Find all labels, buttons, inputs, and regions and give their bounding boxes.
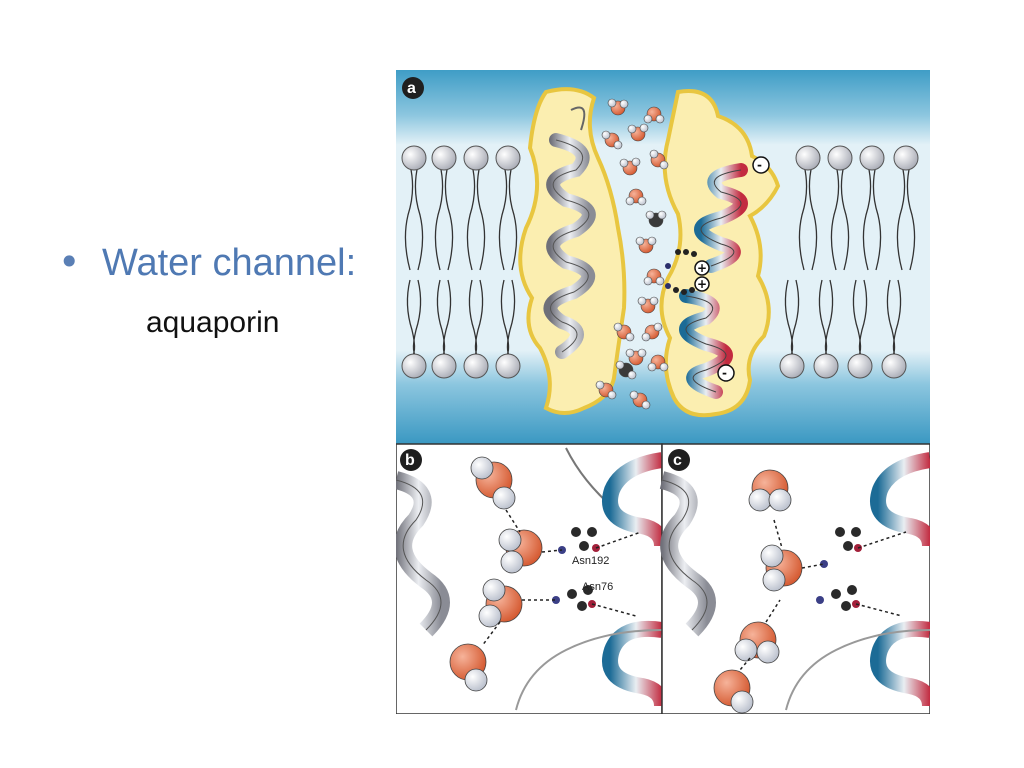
helix-right-upper: [694, 163, 748, 273]
svg-text:+: +: [697, 277, 707, 291]
lipid-bilayer-right: [784, 164, 916, 358]
residue-label-asn76: Asn76: [582, 581, 613, 593]
bullet-subtext: aquaporin: [146, 306, 280, 339]
helix-left: [543, 106, 596, 359]
panel-label-a: a: [407, 80, 416, 97]
protein-left-half: [518, 87, 627, 415]
npa-residues: [665, 249, 697, 295]
lipid-heads-right: [779, 145, 919, 379]
bullet-dot: •: [58, 240, 81, 284]
panel-label-b-badge: [400, 449, 422, 471]
panel-b: Asn192 Asn76 b: [396, 443, 670, 714]
bullet-heading: Water channel:: [102, 242, 357, 284]
helix-right-lower: [679, 289, 733, 399]
water-molecules-pore: [595, 98, 669, 410]
panel-a: - - + +: [396, 70, 930, 444]
svg-text:-: -: [722, 366, 727, 380]
panel-label-b: b: [405, 452, 415, 469]
charge-negative-bottom: -: [717, 364, 735, 382]
panel-label-c: c: [673, 452, 682, 469]
water-background: [396, 70, 930, 444]
panel-label-a-badge: [402, 77, 424, 99]
charge-positive-1: +: [694, 260, 710, 276]
panel-c: c: [659, 443, 930, 714]
svg-text:+: +: [697, 261, 707, 275]
charge-positive-2: +: [694, 276, 710, 292]
svg-text:-: -: [757, 158, 762, 172]
panel-label-c-badge: [668, 449, 690, 471]
charge-negative-top: -: [752, 156, 770, 174]
aquaporin-figure: - - + +: [396, 70, 930, 714]
lipid-heads-left: [401, 145, 521, 379]
residue-label-asn192: Asn192: [572, 555, 609, 567]
bullet-item: • Water channel:: [58, 240, 356, 285]
